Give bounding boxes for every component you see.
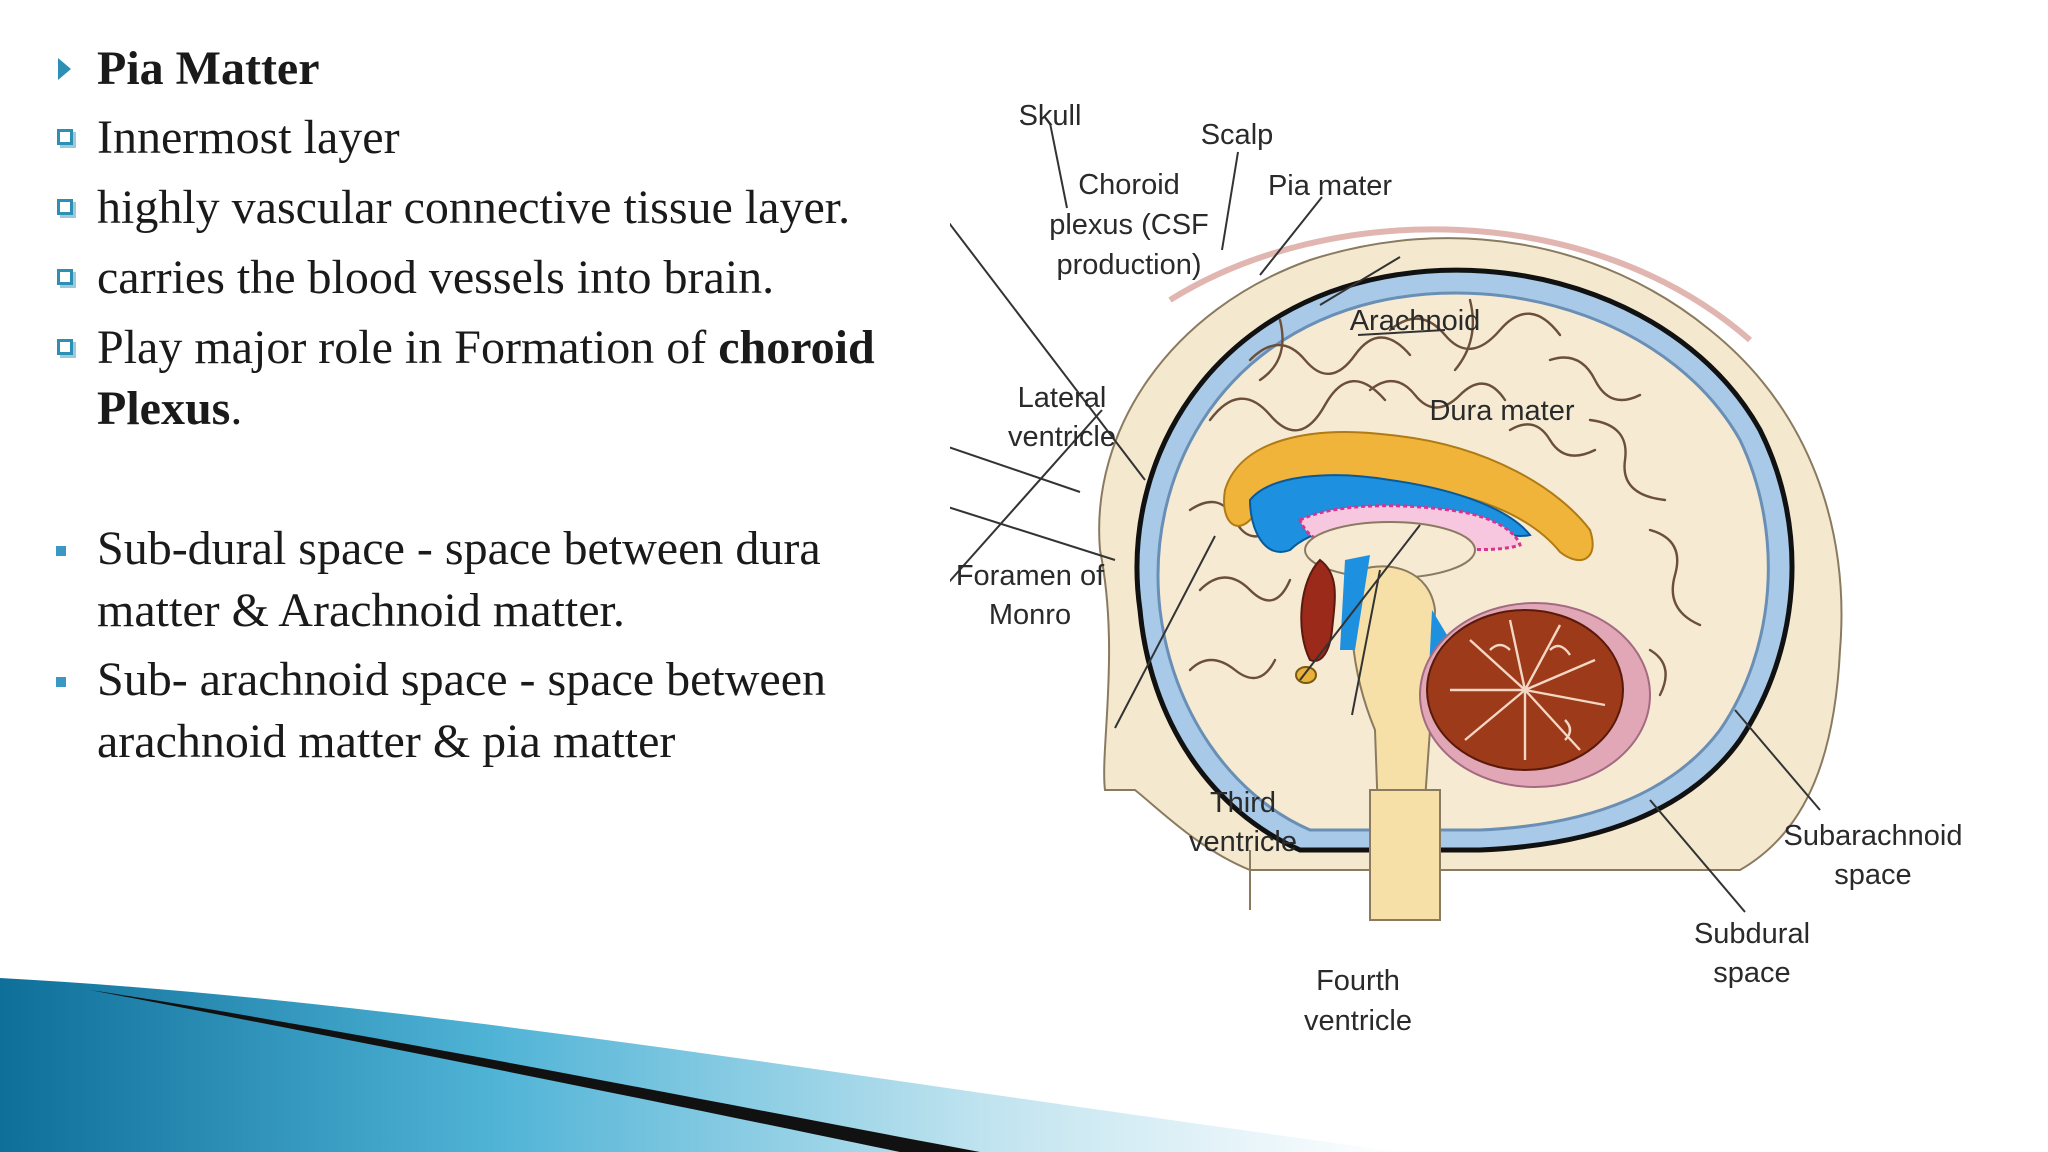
point-vascular: highly vascular connective tissue layer.	[97, 181, 851, 234]
brain-meninges-diagram: Skull Scalp Pia mater Arachnoid Dura mat…	[950, 100, 1843, 921]
square-bullet-icon	[56, 546, 66, 556]
plexus-bold: Plexus	[97, 382, 231, 435]
slide-heading: Pia Matter	[97, 42, 320, 95]
point-choroid-line2: Plexus.	[97, 382, 243, 435]
label-skull: Skull	[1019, 100, 1082, 132]
box-bullet-icon	[57, 199, 73, 215]
gyri-pattern	[1188, 298, 1702, 697]
point-blood-vessels: carries the blood vessels into brain.	[97, 251, 775, 304]
hypothalamus	[1300, 558, 1336, 662]
choroid-bold: choroid	[718, 321, 875, 374]
box-bullet-icon	[57, 339, 73, 355]
box-bullet-icon	[57, 269, 73, 285]
text-content: Pia Matter Innermost layer highly vascul…	[0, 0, 1000, 820]
label-dura-mater: Dura mater	[1429, 395, 1574, 427]
point-innermost: Innermost layer	[97, 111, 400, 164]
arrow-bullet-icon	[58, 58, 71, 80]
ribbon-blue	[0, 978, 1400, 1152]
subdural-line2: matter & Arachnoid matter.	[97, 584, 625, 637]
subarachnoid-line1: Sub- arachnoid space - space between	[97, 653, 826, 706]
cerebellum-folia	[1450, 619, 1606, 760]
label-scalp: Scalp	[1201, 119, 1274, 151]
ribbon-dark	[90, 990, 980, 1152]
box-bullet-icon	[57, 129, 73, 145]
label-arachnoid: Arachnoid	[1350, 305, 1481, 337]
subdural-line1: Sub-dural space - space between dura	[97, 522, 821, 575]
subarachnoid-line2: arachnoid matter & pia matter	[97, 715, 676, 768]
leader-lines	[950, 122, 1446, 729]
scalp-edge	[1168, 226, 1752, 343]
point-choroid-line1: Play major role in Formation of choroid	[97, 321, 875, 374]
diagram-labels: Skull Scalp Pia mater Arachnoid Dura mat…	[1019, 100, 1575, 427]
pituitary	[1295, 666, 1317, 684]
spinal-cord	[1369, 789, 1441, 921]
label-pia-mater: Pia mater	[1268, 170, 1392, 202]
square-bullet-icon	[56, 677, 66, 687]
third-ventricle	[1340, 555, 1370, 650]
bottom-ribbon	[0, 978, 1400, 1152]
